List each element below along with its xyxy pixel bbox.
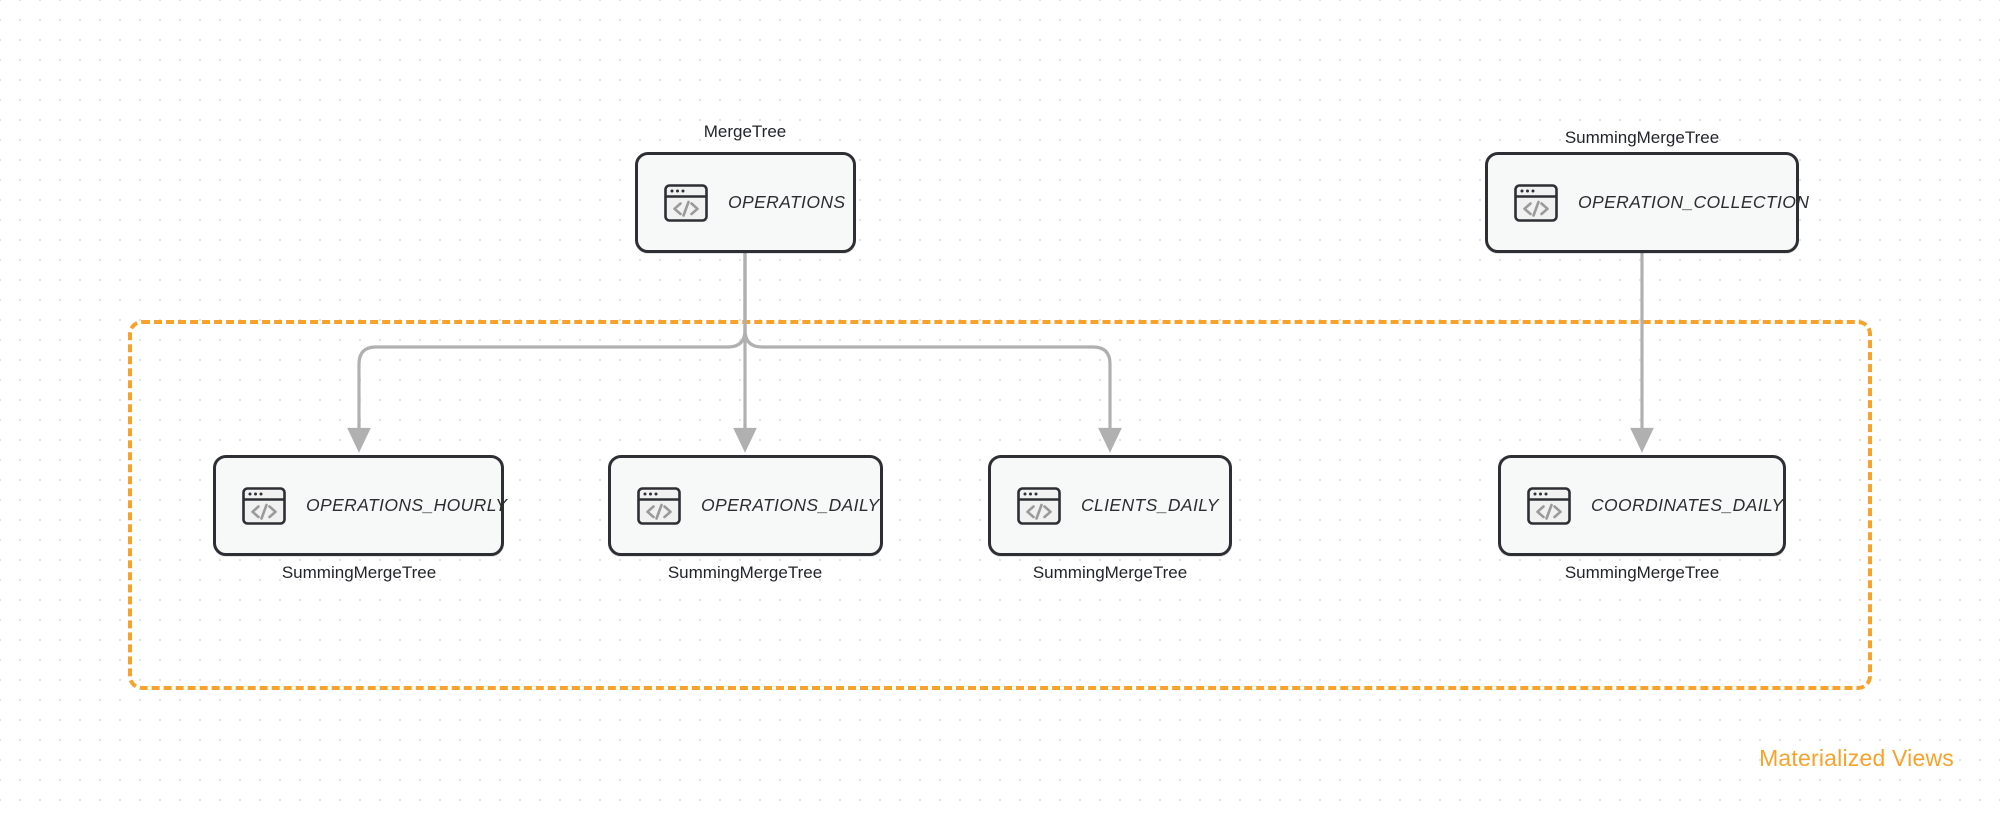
code-window-icon <box>238 480 290 532</box>
node-engine-caption-operations-hourly: SummingMergeTree <box>281 563 437 582</box>
node-label: CLIENTS_DAILY <box>1081 495 1219 515</box>
node-label: COORDINATES_DAILY <box>1591 495 1784 515</box>
code-window-icon <box>660 177 712 229</box>
node-operations-hourly[interactable]: OPERATIONS_HOURLY <box>213 455 508 556</box>
node-label: OPERATION_COLLECTION <box>1578 192 1810 212</box>
node-operations[interactable]: OPERATIONS <box>635 152 856 253</box>
node-label: OPERATIONS <box>728 192 846 212</box>
node-engine-caption-operations-daily: SummingMergeTree <box>667 563 823 582</box>
node-coordinates-daily[interactable]: COORDINATES_DAILY <box>1498 455 1786 556</box>
node-operation-collection[interactable]: OPERATION_COLLECTION <box>1485 152 1809 253</box>
materialized-views-label: Materialized Views <box>1759 745 1954 771</box>
code-window-icon <box>1510 177 1562 229</box>
node-clients-daily[interactable]: CLIENTS_DAILY <box>988 455 1232 556</box>
node-label: OPERATIONS_HOURLY <box>306 495 508 515</box>
node-operations-daily[interactable]: OPERATIONS_DAILY <box>608 455 883 556</box>
code-window-icon <box>1523 480 1575 532</box>
code-window-icon <box>1013 480 1065 532</box>
node-engine-caption-clients-daily: SummingMergeTree <box>1032 563 1188 582</box>
node-label: OPERATIONS_DAILY <box>701 495 880 515</box>
node-engine-caption-operation-collection: SummingMergeTree <box>1564 128 1720 147</box>
node-engine-caption-coordinates-daily: SummingMergeTree <box>1564 563 1720 582</box>
node-engine-caption-operations: MergeTree <box>703 122 787 141</box>
code-window-icon <box>633 480 685 532</box>
